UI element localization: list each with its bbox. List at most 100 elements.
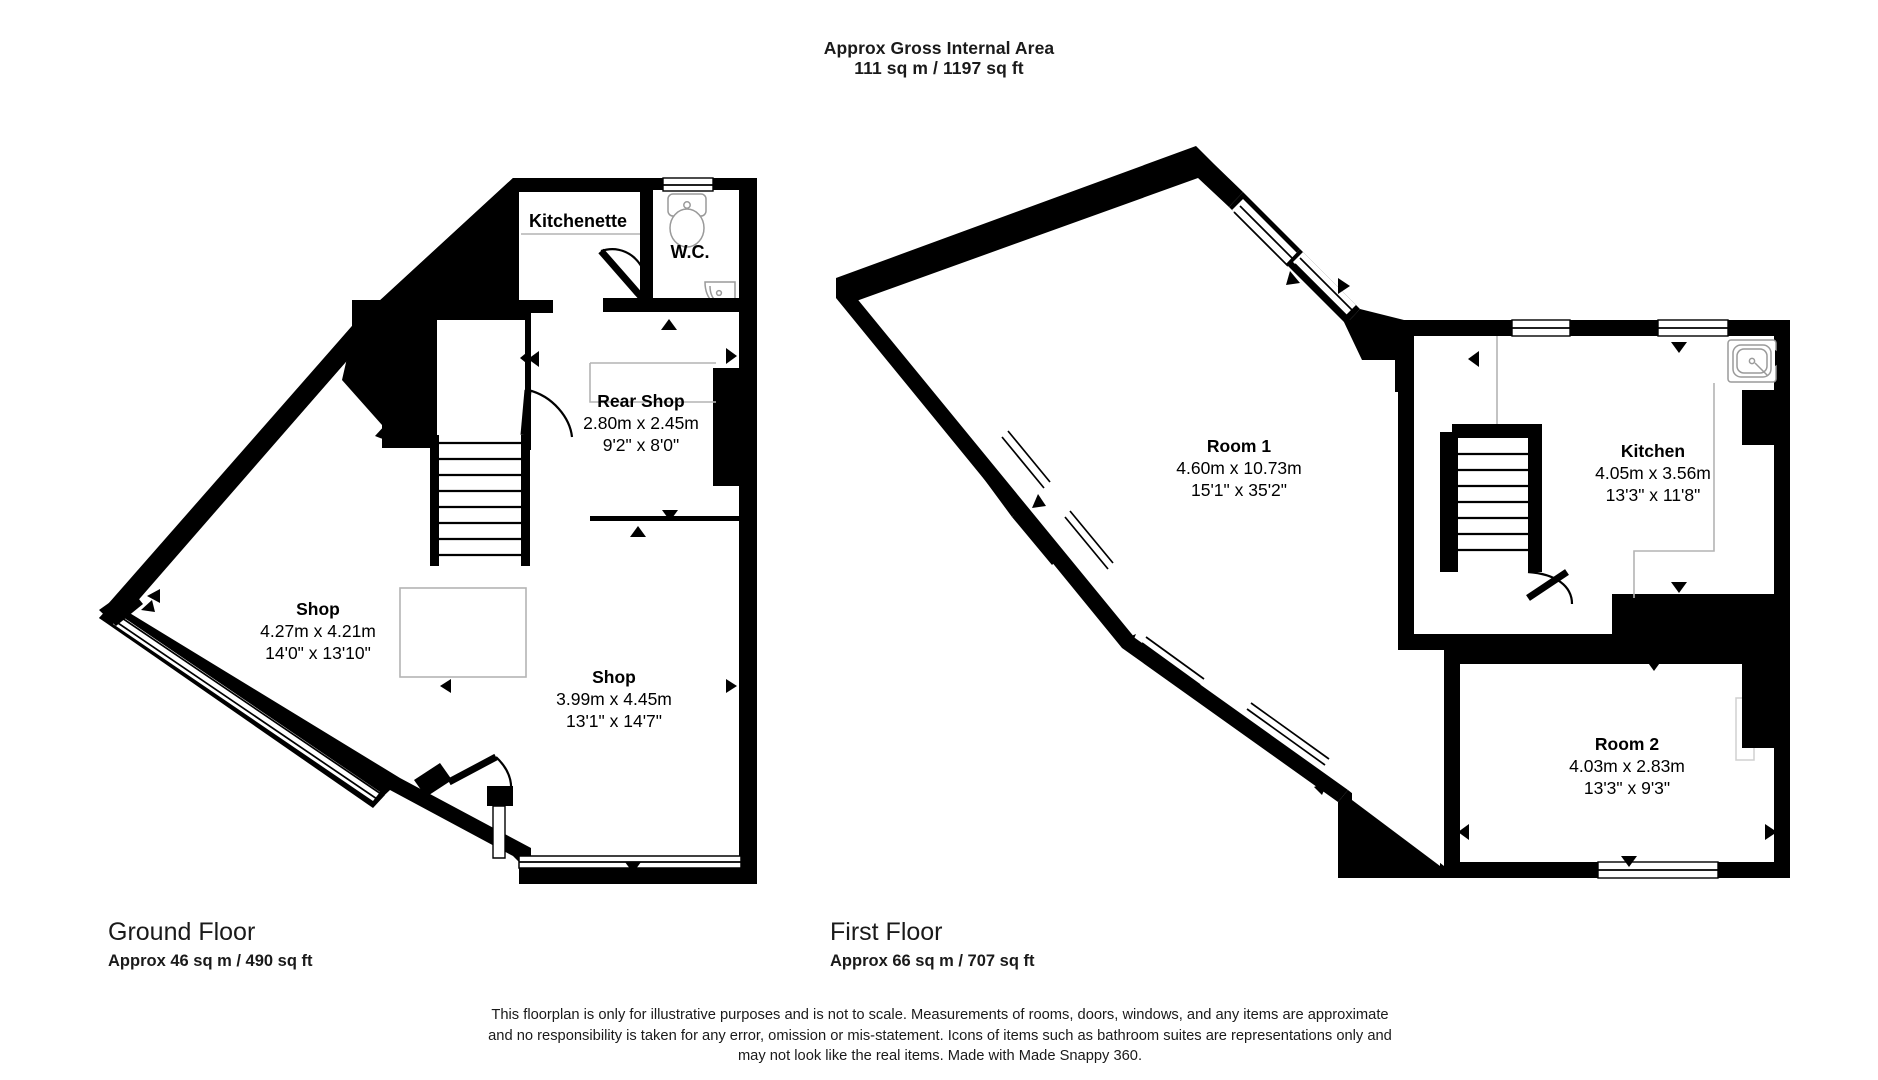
room-1-interior-fill <box>844 159 1436 798</box>
window-mullion <box>1001 436 1045 489</box>
stair-door-leaf <box>520 389 532 436</box>
svg-text:2.80m x 2.45m: 2.80m x 2.45m <box>583 413 699 433</box>
room-label-kitchen: Kitchen 4.05m x 3.56m 13'3" x 11'8" <box>1595 441 1711 505</box>
direction-arrow-icon <box>726 679 737 693</box>
ground-floor-plan: Kitchenette W.C. Rear Shop 2.80m x 2.45m… <box>99 177 757 884</box>
kitchenette-top-wall <box>513 178 653 192</box>
svg-text:4.05m x 3.56m: 4.05m x 3.56m <box>1595 463 1711 483</box>
svg-text:4.03m x 2.83m: 4.03m x 2.83m <box>1569 756 1685 776</box>
room-label-rear-shop: Rear Shop 2.80m x 2.45m 9'2" x 8'0" <box>583 391 699 455</box>
direction-arrow-icon <box>528 351 539 367</box>
window-mullion <box>1250 702 1330 760</box>
kitchen-door-arc <box>1527 570 1574 605</box>
first-floor-plan: Room 1 4.60m x 10.73m 15'1" x 35'2" Kitc… <box>836 146 1790 879</box>
direction-arrow-icon <box>1338 278 1350 294</box>
staircase-icon <box>439 441 521 557</box>
direction-arrow-icon <box>1765 824 1777 840</box>
window-mullion <box>1294 263 1349 318</box>
direction-arrow-icon <box>1671 582 1687 593</box>
shopfront-glazing-line-1 <box>114 620 378 800</box>
svg-text:3.99m x 4.45m: 3.99m x 4.45m <box>556 689 672 709</box>
kitchenette-right-wall <box>640 178 653 308</box>
svg-text:9'2" x 8'0": 9'2" x 8'0" <box>603 435 680 455</box>
shop-counter-outline <box>399 587 527 678</box>
rear-shop-alcove-outline <box>589 363 716 403</box>
staircase-first-left-wall <box>1440 432 1458 572</box>
room-1-top-wall <box>836 146 1243 304</box>
shopfront-glazing-line-2 <box>118 615 382 795</box>
first-floor-area: Approx 66 sq m / 707 sq ft <box>830 952 1035 970</box>
window-mullion <box>1299 257 1354 312</box>
svg-text:14'0" x 13'10": 14'0" x 13'10" <box>265 643 371 663</box>
room-label-wc: W.C. <box>671 242 710 262</box>
first-floor-caption: First Floor Approx 66 sq m / 707 sq ft <box>830 917 1034 972</box>
kitchen-island-outline <box>1633 383 1715 598</box>
svg-text:Room 1: Room 1 <box>1207 436 1271 456</box>
direction-arrow-icon <box>1621 856 1637 867</box>
direction-arrow-icon <box>1314 781 1328 795</box>
wc-bottom-wall <box>603 298 743 312</box>
room-label-shop-front: Shop 4.27m x 4.21m 14'0" x 13'10" <box>260 599 376 663</box>
entrance-side-glazing <box>492 805 506 859</box>
disclaimer: This floorplan is only for illustrative … <box>380 1005 1500 1067</box>
ground-floor-name: Ground Floor <box>108 918 256 946</box>
entrance-door-arc <box>495 756 513 803</box>
direction-arrow-icon <box>520 349 531 367</box>
direction-arrow-icon <box>141 600 155 612</box>
direction-arrow-icon <box>1122 634 1136 648</box>
svg-text:13'3" x 11'8": 13'3" x 11'8" <box>1606 485 1701 505</box>
direction-arrow-icon <box>662 510 678 521</box>
svg-text:15'1" x 35'2": 15'1" x 35'2" <box>1191 480 1287 500</box>
room-2-interior-fill <box>1460 664 1774 862</box>
disclaimer-line-1: This floorplan is only for illustrative … <box>491 1007 1389 1023</box>
kitchen-right-pier <box>1742 390 1776 445</box>
gross-area-value: 111 sq m / 1197 sq ft <box>854 58 1024 78</box>
wc-door-arc <box>600 248 650 291</box>
kitchenette-room-fill <box>519 190 646 310</box>
direction-arrow-icon <box>147 589 160 603</box>
staircase-ground-left-wall <box>430 435 439 566</box>
room-2-right-pier <box>1742 650 1776 748</box>
shopfront-glazing-panel <box>113 615 380 801</box>
kitchen-sink-icon <box>1727 339 1777 383</box>
disclaimer-line-2: and no responsibility is taken for any e… <box>488 1027 1392 1044</box>
entrance-recess-wall-left <box>414 763 452 797</box>
direction-arrow-icon <box>630 526 646 537</box>
staircase-first-right-wall <box>1528 424 1542 572</box>
kitchenette-bottom-wall <box>513 300 553 313</box>
window-mullion <box>1064 516 1109 570</box>
svg-text:Rear Shop: Rear Shop <box>597 391 685 411</box>
direction-arrow-icon <box>1775 350 1787 366</box>
direction-arrow-icon <box>440 679 451 693</box>
window-mullion <box>1145 636 1205 680</box>
window-mullion <box>1069 510 1114 564</box>
kitchen-bottom-left-block <box>1612 594 1776 636</box>
entrance-recess-wall-right <box>487 786 513 806</box>
room-1-bottom-connector-fill <box>1352 792 1440 866</box>
room-label-room-1: Room 1 4.60m x 10.73m 15'1" x 35'2" <box>1176 436 1301 500</box>
direction-arrow-icon <box>1671 342 1687 353</box>
staircase-first-top-wall <box>1452 424 1542 438</box>
svg-text:Shop: Shop <box>296 599 340 619</box>
staircase-ground-right-wall <box>521 435 530 566</box>
ground-floor-wedge-lower <box>342 323 440 448</box>
svg-text:Kitchen: Kitchen <box>1621 441 1685 461</box>
staircase-icon <box>1458 452 1528 552</box>
svg-text:Room 2: Room 2 <box>1595 734 1659 754</box>
svg-text:Shop: Shop <box>592 667 636 687</box>
gross-area-title: Approx Gross Internal Area <box>823 38 1055 58</box>
kitchen-room2-divider <box>1444 634 1774 650</box>
window-mullion <box>1246 708 1326 766</box>
direction-arrow-icon <box>375 424 388 441</box>
kitchen-lower-left-wall <box>1398 634 1460 650</box>
disclaimer-line-3: may not look like the real items. Made w… <box>737 1048 1143 1064</box>
direction-arrow-icon <box>1646 660 1662 671</box>
gross-area-header: Approx Gross Internal Area 111 sq m / 11… <box>0 38 1878 78</box>
ground-floor-caption: Ground Floor Approx 46 sq m / 490 sq ft <box>108 917 312 972</box>
svg-text:13'1" x 14'7": 13'1" x 14'7" <box>566 711 662 731</box>
window-mullion <box>1239 205 1295 261</box>
stair-door-arc <box>527 388 574 438</box>
svg-text:4.27m x 4.21m: 4.27m x 4.21m <box>260 621 376 641</box>
